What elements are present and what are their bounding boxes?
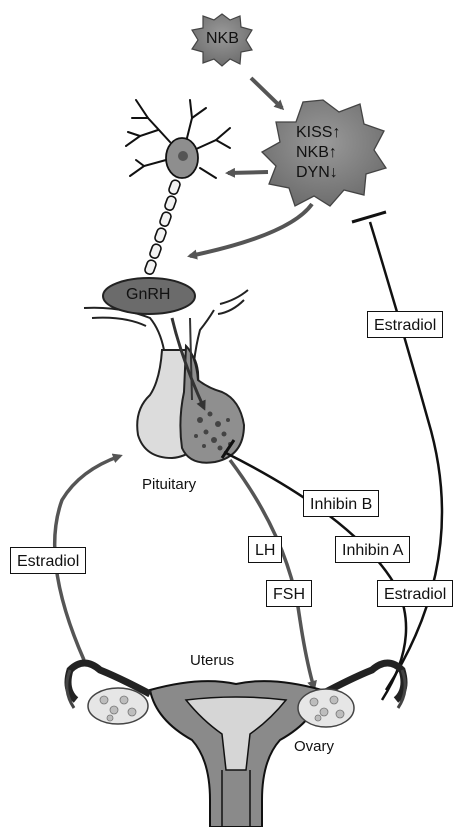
ovary-label: Ovary <box>294 738 334 755</box>
kndy-to-gnrh-arrow <box>190 204 312 256</box>
estradiol-lower-right-box: Estradiol <box>377 580 453 607</box>
pituitary-anterior-lobe <box>180 346 244 463</box>
estradiol-left-box: Estradiol <box>10 547 86 574</box>
right-ovary <box>298 689 354 727</box>
left-ovary <box>88 688 148 724</box>
estradiol-block-bar <box>352 212 386 222</box>
pituitary-label: Pituitary <box>142 476 196 493</box>
dyn-label: DYN↓ <box>296 164 338 182</box>
lh-fsh-path <box>230 460 314 688</box>
kndy-to-neuron-arrow <box>228 172 268 173</box>
lh-box: LH <box>248 536 282 563</box>
inhibin-a-box: Inhibin A <box>335 536 410 563</box>
nkb-to-kndy-arrow <box>251 78 282 108</box>
fsh-box: FSH <box>266 580 312 607</box>
gnrh-axon <box>144 179 181 275</box>
nkb-label: NKB <box>206 30 239 48</box>
uterus-label: Uterus <box>190 652 234 669</box>
inhibin-b-box: Inhibin B <box>303 490 379 517</box>
gnrh-label: GnRH <box>126 286 170 304</box>
kiss-label: KISS↑ <box>296 124 340 142</box>
estradiol-right-box: Estradiol <box>367 311 443 338</box>
nkb-up-label: NKB↑ <box>296 144 337 162</box>
